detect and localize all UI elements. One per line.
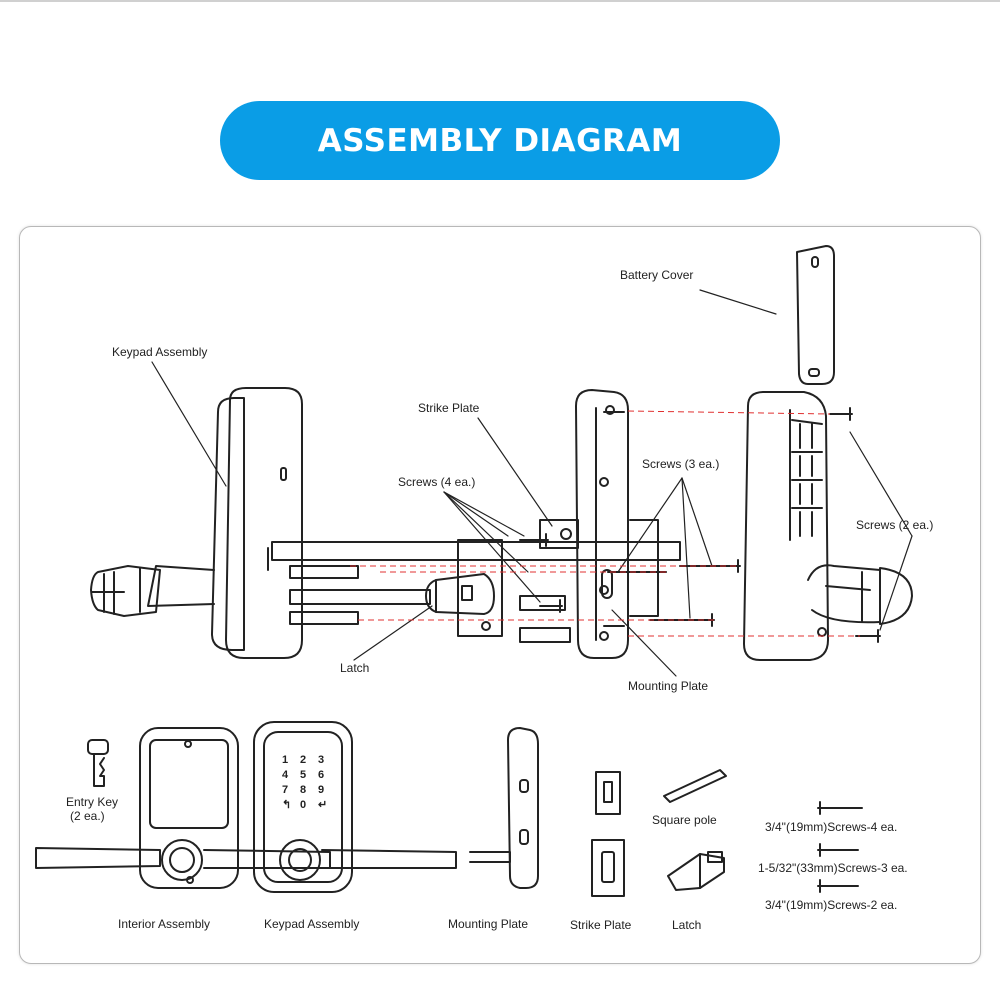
callout-screws-2: Screws (2 ea.) bbox=[856, 518, 933, 532]
label-screws-b: 1-5/32"(33mm)Screws-3 ea. bbox=[758, 861, 908, 875]
key-0: 0 bbox=[300, 799, 306, 811]
square-pole-drawing bbox=[663, 769, 727, 803]
label-square-pole: Square pole bbox=[652, 813, 717, 827]
keypad-keys: 1 2 3 4 5 6 7 8 9 ↰ 0 ↵ bbox=[282, 754, 327, 811]
callout-keypad-assembly: Keypad Assembly bbox=[112, 345, 207, 359]
mounting-plate-part-drawing bbox=[469, 727, 539, 889]
interior-assembly-drawing bbox=[743, 391, 913, 661]
strike-plate-part-drawing bbox=[591, 771, 625, 897]
keypad-assembly-drawing bbox=[90, 387, 303, 659]
label-latch: Latch bbox=[672, 918, 701, 932]
interior-assembly-part-drawing bbox=[35, 727, 331, 889]
callout-mounting-plate: Mounting Plate bbox=[628, 679, 708, 693]
key-9: 9 bbox=[318, 784, 324, 796]
label-keypad-assembly: Keypad Assembly bbox=[264, 917, 359, 931]
key-5: 5 bbox=[300, 769, 306, 781]
battery-cover-drawing bbox=[796, 245, 835, 385]
label-entry-key-count: (2 ea.) bbox=[70, 809, 105, 823]
label-screws-a: 3/4"(19mm)Screws-4 ea. bbox=[765, 820, 897, 834]
key-8: 8 bbox=[300, 784, 306, 796]
label-mounting-plate: Mounting Plate bbox=[448, 917, 528, 931]
callout-strike-plate: Strike Plate bbox=[418, 401, 480, 415]
label-entry-key: Entry Key bbox=[66, 795, 118, 809]
callout-latch: Latch bbox=[340, 661, 369, 675]
top-edge-line bbox=[0, 0, 1000, 2]
callout-screws-4: Screws (4 ea.) bbox=[398, 475, 475, 489]
latch-drawing bbox=[425, 539, 503, 637]
page-title: ASSEMBLY DIAGRAM bbox=[317, 122, 683, 159]
key-back: ↰ bbox=[282, 799, 291, 811]
key-4: 4 bbox=[282, 769, 289, 781]
entry-key-drawing bbox=[87, 739, 109, 787]
label-interior-assembly: Interior Assembly bbox=[118, 917, 210, 931]
callout-battery-cover: Battery Cover bbox=[620, 268, 693, 282]
alignment-guides bbox=[350, 410, 860, 637]
leader-lines bbox=[151, 289, 913, 677]
spindle-bars bbox=[267, 541, 681, 643]
key-3: 3 bbox=[318, 754, 324, 766]
callout-screws-3: Screws (3 ea.) bbox=[642, 457, 719, 471]
key-6: 6 bbox=[318, 769, 324, 781]
latch-part-drawing bbox=[667, 851, 725, 891]
keypad-assembly-part-drawing bbox=[253, 721, 457, 893]
title-banner: ASSEMBLY DIAGRAM bbox=[220, 101, 780, 180]
label-strike-plate: Strike Plate bbox=[570, 918, 632, 932]
label-screws-c: 3/4"(19mm)Screws-2 ea. bbox=[765, 898, 897, 912]
key-7: 7 bbox=[282, 784, 288, 796]
key-1: 1 bbox=[282, 754, 288, 766]
key-enter: ↵ bbox=[318, 799, 327, 811]
key-2: 2 bbox=[300, 754, 306, 766]
mounting-plate-drawing bbox=[575, 389, 659, 659]
screw-icons bbox=[817, 801, 863, 893]
